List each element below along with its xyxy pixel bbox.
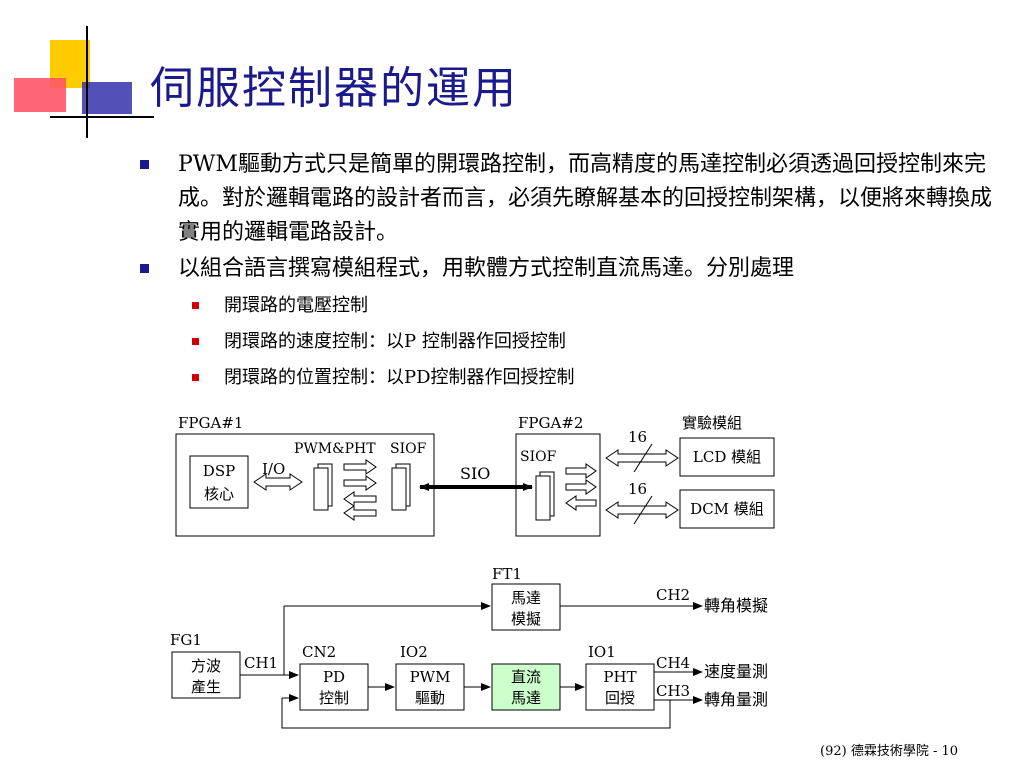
io1-label: IO1 — [588, 643, 616, 661]
pwm-pht-label: PWM&PHT — [294, 441, 376, 457]
ch1-label: CH1 — [244, 654, 278, 672]
dcm-module-box — [679, 489, 775, 529]
angle-sim-label: 轉角模擬 — [704, 596, 768, 615]
slide-footer: (92) 德霖技術學院 - 10 — [820, 744, 959, 759]
pht-feedback-box — [585, 663, 655, 711]
sub-bullet-marker — [192, 302, 199, 309]
sub-bullet-text: 閉環路的位置控制：以PD控制器作回授控制 — [224, 367, 575, 388]
io-double-arrow — [253, 473, 303, 491]
bullet-item: PWM驅動方式只是簡單的開環路控制，而高精度的馬達控制必須透過回授控制來完成。對… — [140, 148, 1000, 250]
pwm-pht-block-front — [313, 467, 329, 511]
lcd-bus-width: 16 — [628, 428, 647, 446]
dcm-bus-width: 16 — [628, 480, 647, 498]
dsp-core-box — [189, 455, 249, 509]
bus-arrow-left-2 — [343, 505, 377, 521]
dsp-core-label-line1: DSP — [203, 462, 235, 480]
io-label: I/O — [262, 460, 285, 478]
fg1-label: FG1 — [170, 631, 202, 649]
sub-bullet-text: 閉環路的速度控制：以P 控制器作回授控制 — [224, 331, 566, 352]
dcm-bus-arrow — [605, 501, 679, 519]
siof1-label: SIOF — [390, 441, 427, 457]
pwm-drive-label-line1: PWM — [410, 668, 451, 686]
sub-bullet-marker — [192, 374, 199, 381]
bus-arrow-right-1 — [343, 459, 377, 475]
cn2-label: CN2 — [302, 643, 336, 661]
ch2-label: CH2 — [656, 586, 690, 604]
pd-control-label-line2: 控制 — [319, 689, 349, 707]
motor-sim-label-line1: 馬達 — [511, 589, 541, 607]
dcm-bus-slash — [633, 495, 653, 525]
pd-control-label-line1: PD — [323, 668, 345, 686]
wave-gen-label-line1: 方波 — [191, 657, 221, 675]
fpga2-box — [515, 433, 601, 537]
lcd-bus-slash — [633, 443, 653, 473]
fpga2-arrow-right-1 — [565, 463, 597, 479]
pwm-drive-label-line2: 驅動 — [415, 689, 445, 707]
pht-feedback-label-line2: 回授 — [605, 689, 635, 707]
sub-bullet-item: 閉環路的位置控制：以PD控制器作回授控制 — [140, 360, 1000, 396]
fpga1-label: FPGA#1 — [178, 414, 243, 432]
bullet-text: PWM驅動方式只是簡單的開環路控制，而高精度的馬達控制必須透過回授控制來完成。對… — [178, 152, 993, 245]
speed-meas-label: 速度量測 — [704, 662, 768, 681]
sio-label: SIO — [460, 464, 490, 483]
sub-bullet-item: 閉環路的速度控制：以P 控制器作回授控制 — [140, 324, 1000, 360]
page-title: 伺服控制器的運用 — [150, 63, 518, 114]
motor-sim-box — [491, 583, 561, 631]
bus-arrow-left-1 — [343, 491, 377, 507]
feedback-loop-line — [281, 698, 671, 729]
motor-sim-label-line2: 模擬 — [511, 610, 541, 628]
ch4-label: CH4 — [656, 654, 690, 672]
dc-motor-label-line2: 馬達 — [511, 689, 541, 707]
bullet-text: 以組合語言撰寫模組程式，用軟體方式控制直流馬達。分別處理 — [178, 256, 795, 281]
bullet-marker — [140, 264, 149, 273]
sub-bullet-item: 開環路的電壓控制 — [140, 288, 1000, 324]
sub-bullet-text: 開環路的電壓控制 — [224, 295, 368, 316]
dcm-module-label: DCM 模組 — [690, 500, 764, 518]
lcd-module-label: LCD 模組 — [693, 448, 761, 466]
bullet-marker — [140, 160, 149, 169]
deco-red-block — [14, 78, 66, 112]
deco-vertical-line — [86, 26, 88, 138]
fpga2-arrow-right-2 — [565, 479, 597, 495]
lcd-module-box — [679, 437, 775, 477]
pht-feedback-label-line1: PHT — [603, 668, 636, 686]
lab-modules-label: 實驗模組 — [682, 414, 742, 432]
siof2-label: SIOF — [520, 449, 557, 465]
siof2-block-front — [535, 475, 551, 521]
sub-bullet-marker — [192, 338, 199, 345]
dsp-core-label-line2: 核心 — [204, 485, 234, 503]
fpga2-arrow-left-1 — [565, 495, 597, 511]
ch3-label: CH3 — [656, 682, 690, 700]
bus-arrow-right-2 — [343, 475, 377, 491]
bullet-list: PWM驅動方式只是簡單的開環路控制，而高精度的馬達控制必須透過回授控制來完成。對… — [140, 148, 1000, 396]
deco-blue-block — [82, 82, 132, 114]
dc-motor-label-line1: 直流 — [511, 668, 541, 686]
lcd-bus-arrow — [605, 449, 679, 467]
bullet-item: 以組合語言撰寫模組程式，用軟體方式控制直流馬達。分別處理 — [140, 252, 1000, 286]
deco-horizontal-line — [50, 116, 154, 118]
siof1-block-front — [391, 467, 407, 511]
fpga2-label: FPGA#2 — [518, 414, 583, 432]
ft1-label: FT1 — [492, 565, 522, 583]
wave-gen-label-line2: 產生 — [191, 678, 221, 696]
io2-label: IO2 — [400, 643, 428, 661]
angle-meas-label: 轉角量測 — [704, 690, 768, 709]
